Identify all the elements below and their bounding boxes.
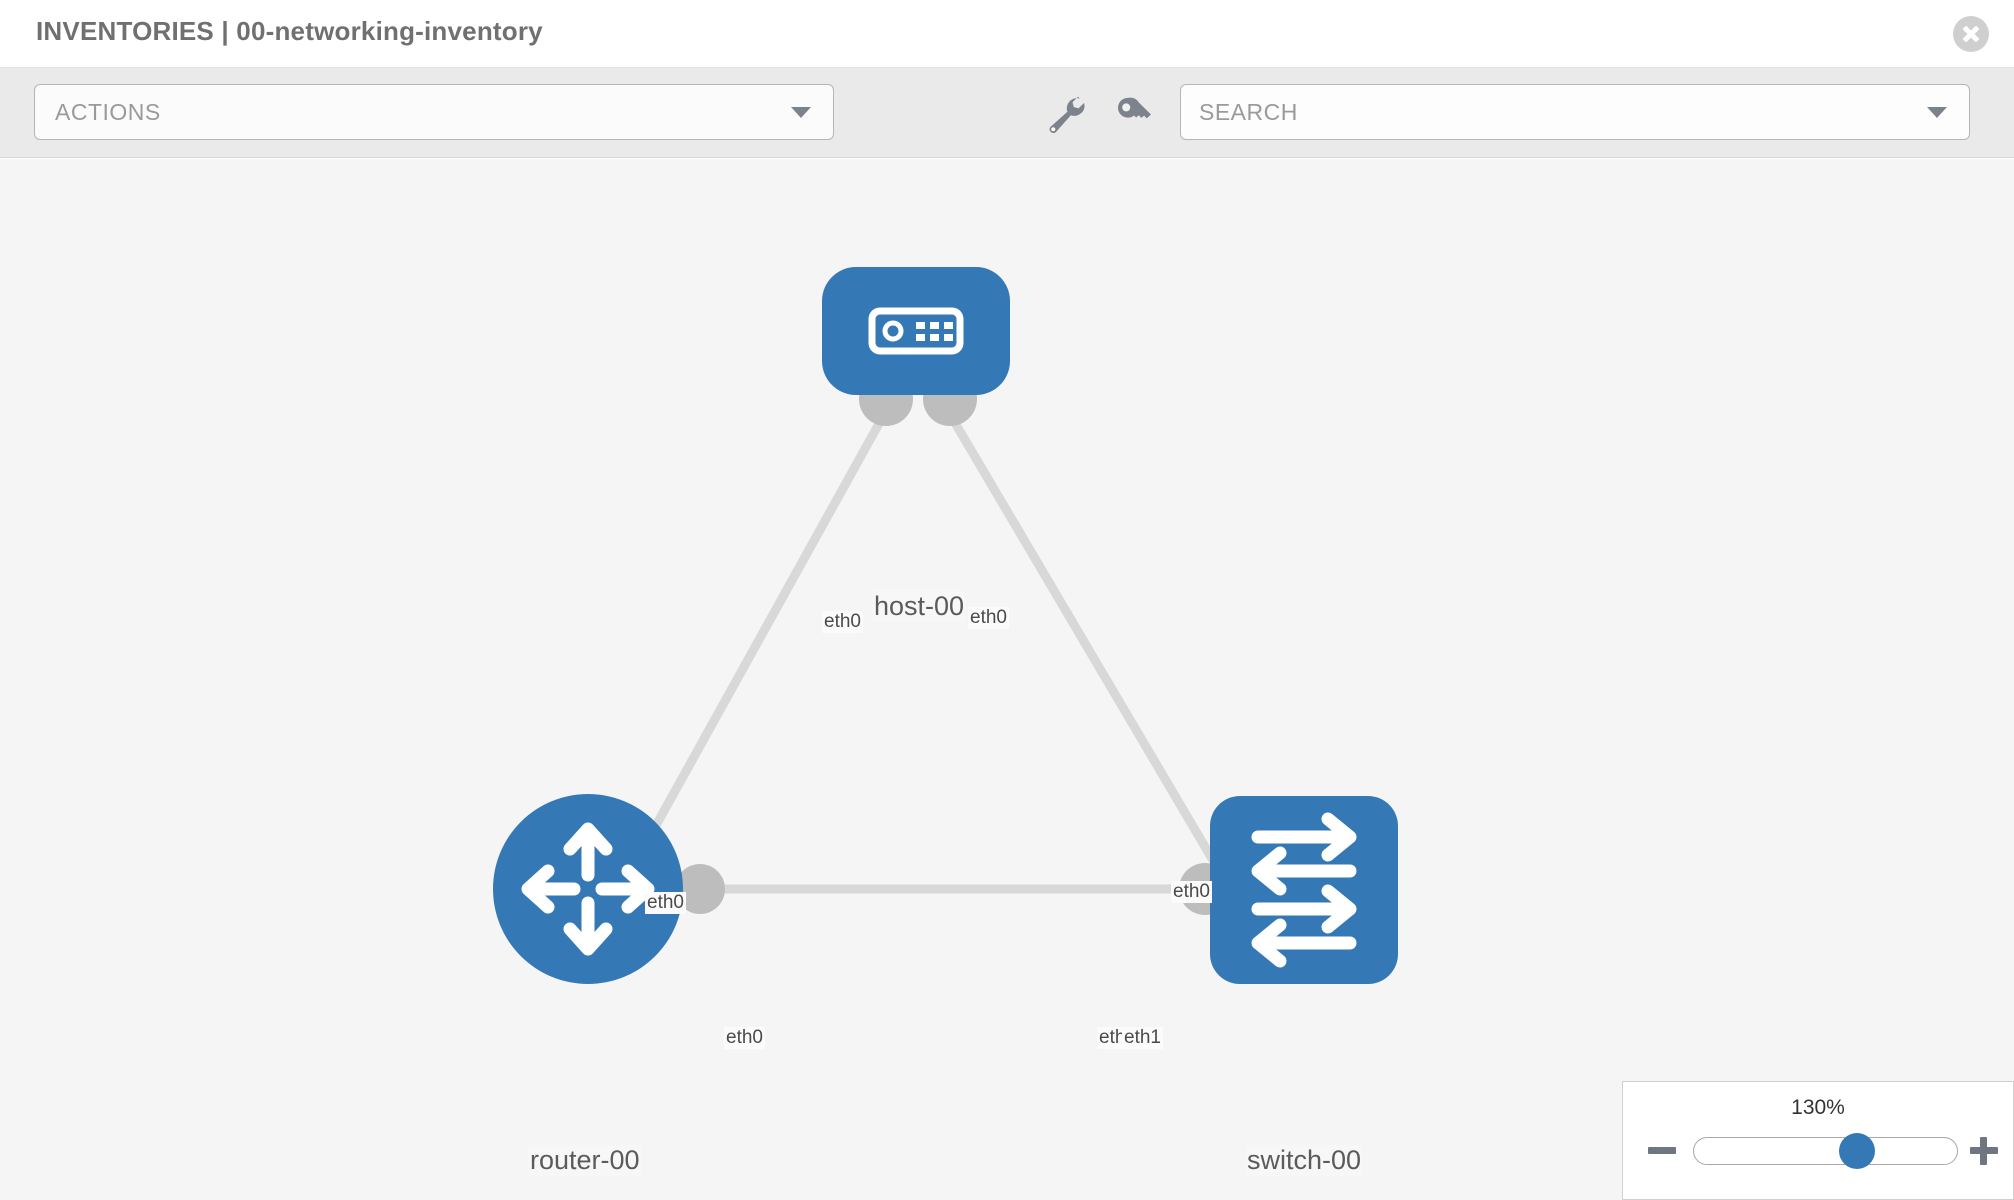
link-host-router[interactable]: [610, 408, 890, 904]
zoom-in-button[interactable]: [1967, 1134, 2001, 1168]
actions-dropdown-label: ACTIONS: [55, 99, 161, 125]
actions-dropdown[interactable]: ACTIONS: [34, 84, 834, 140]
interface-label: eth0: [822, 611, 863, 633]
zoom-slider-handle[interactable]: [1839, 1133, 1876, 1169]
node-switch-00[interactable]: [1210, 796, 1398, 984]
close-icon[interactable]: [1953, 16, 1989, 52]
wrench-icon[interactable]: [1042, 92, 1088, 136]
search-placeholder: SEARCH: [1199, 99, 1298, 125]
chevron-down-icon[interactable]: [1927, 107, 1947, 118]
page-title: INVENTORIES | 00-networking-inventory: [36, 16, 543, 46]
interface-label: eth1: [1122, 1027, 1163, 1049]
interface-label: eth0: [645, 892, 686, 914]
topology-canvas[interactable]: eth0 eth0 eth0 eth0 eth0 eth0 eth1 host-…: [0, 159, 2014, 1200]
zoom-out-button[interactable]: [1645, 1134, 1679, 1168]
zoom-slider[interactable]: [1693, 1133, 1958, 1169]
wrench-icon-svg: [1049, 96, 1085, 134]
key-icon-svg: [1117, 97, 1151, 119]
chevron-down-icon: [791, 107, 811, 118]
zoom-control: 130%: [1622, 1081, 2014, 1200]
search-input[interactable]: SEARCH: [1180, 84, 1970, 140]
node-label-switch-00: switch-00: [1245, 1145, 1364, 1176]
link-host-switch[interactable]: [944, 408, 1241, 904]
minus-icon: [1648, 1147, 1676, 1154]
node-router-00[interactable]: [493, 794, 683, 984]
port-router-eth0[interactable]: [675, 864, 725, 914]
node-host-00[interactable]: [822, 267, 1010, 395]
plus-icon-v: [1980, 1137, 1987, 1165]
topology-graph: [493, 267, 1398, 984]
interface-label: eth0: [968, 607, 1009, 629]
app-header: INVENTORIES | 00-networking-inventory: [0, 0, 2014, 68]
node-label-host-00: host-00: [872, 591, 967, 622]
key-icon[interactable]: [1110, 92, 1156, 136]
interface-label: eth0: [1171, 881, 1212, 903]
node-label-router-00: router-00: [528, 1145, 642, 1176]
zoom-percent-label: 130%: [1791, 1096, 1845, 1119]
interface-label: eth0: [724, 1027, 765, 1049]
